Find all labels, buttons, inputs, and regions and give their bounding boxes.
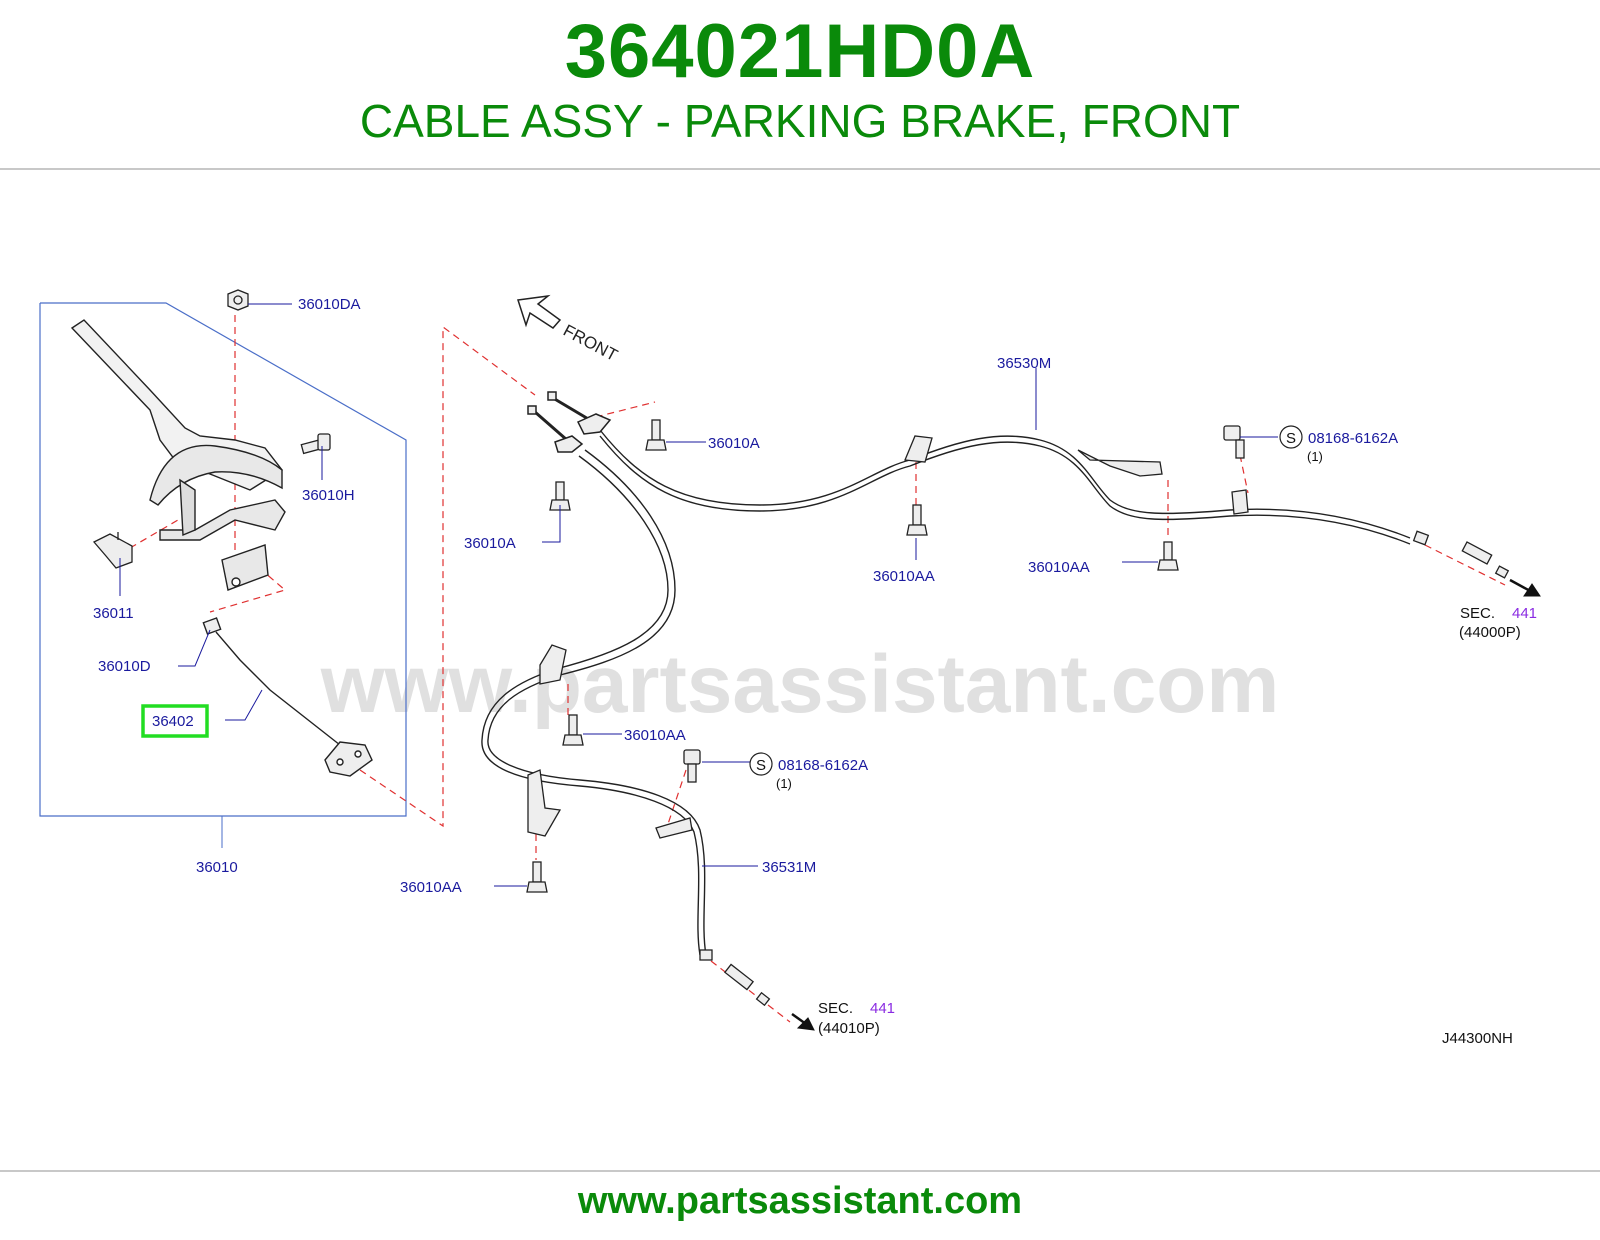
label-36010[interactable]: 36010 bbox=[196, 859, 238, 876]
bolt-36010AA-right bbox=[1157, 541, 1179, 571]
label-sec-right: SEC. bbox=[1460, 605, 1495, 622]
cable-end-tips bbox=[527, 391, 612, 453]
part-labels: 36010DA 36010H 36011 36010D 36402 36010 … bbox=[93, 296, 1537, 1047]
diagram-svg: www.partsassistant.com bbox=[39, 289, 1541, 1047]
bolts bbox=[526, 419, 1245, 893]
cable-brackets bbox=[527, 435, 1249, 839]
svg-text:S: S bbox=[756, 757, 766, 774]
footer-divider bbox=[0, 1170, 1600, 1172]
highlight-36402 bbox=[141, 704, 209, 738]
bolt-08168-center bbox=[683, 749, 701, 783]
label-36010A-top[interactable]: 36010A bbox=[708, 435, 760, 452]
label-sec-bottom-ref: (44010P) bbox=[818, 1020, 880, 1037]
footer-website[interactable]: www.partsassistant.com bbox=[577, 1180, 1023, 1222]
diagram-code: J44300NH bbox=[1442, 1030, 1513, 1047]
watermark: www.partsassistant.com bbox=[320, 639, 1280, 730]
label-sec-bottom-441[interactable]: 441 bbox=[870, 1000, 895, 1017]
front-label: FRONT bbox=[560, 321, 621, 365]
bolt-36010AA-mid bbox=[906, 504, 928, 536]
label-36010D[interactable]: 36010D bbox=[98, 658, 151, 675]
parts-diagram: www.partsassistant.com bbox=[0, 170, 1600, 1170]
label-36010A-left[interactable]: 36010A bbox=[464, 535, 516, 552]
label-36531M[interactable]: 36531M bbox=[762, 859, 816, 876]
label-08168-6162A-right[interactable]: 08168-6162A bbox=[1308, 430, 1398, 447]
clip-36011 bbox=[92, 532, 133, 569]
s-symbols: S S bbox=[749, 425, 1303, 776]
label-36010AA-right[interactable]: 36010AA bbox=[1028, 559, 1090, 576]
label-36010AA-center[interactable]: 36010AA bbox=[624, 727, 686, 744]
bolt-36010H bbox=[300, 433, 331, 455]
cable-36402 bbox=[202, 617, 373, 777]
label-qty-right: (1) bbox=[1307, 449, 1323, 464]
cable-threaded-ends bbox=[699, 530, 1510, 1007]
label-08168-6162A-center[interactable]: 08168-6162A bbox=[778, 757, 868, 774]
s-symbol-right bbox=[1279, 425, 1303, 449]
label-36010AA-mid[interactable]: 36010AA bbox=[873, 568, 935, 585]
label-36010DA[interactable]: 36010DA bbox=[298, 296, 361, 313]
bolt-36010A-top bbox=[645, 419, 667, 451]
bolt-08168-right bbox=[1223, 425, 1245, 459]
label-sec-right-441[interactable]: 441 bbox=[1512, 605, 1537, 622]
label-36530M[interactable]: 36530M bbox=[997, 355, 1051, 372]
front-arrow: FRONT bbox=[517, 294, 621, 365]
rear-cable-36531M bbox=[481, 449, 707, 956]
label-sec-bottom: SEC. bbox=[818, 1000, 853, 1017]
s-symbol-center bbox=[749, 752, 773, 776]
sec-arrows bbox=[791, 578, 1541, 1031]
bolt-36010AA-center bbox=[562, 714, 584, 746]
label-36402[interactable]: 36402 bbox=[152, 713, 194, 730]
leader-lines bbox=[119, 303, 1278, 887]
part-number: 364021HD0A bbox=[564, 9, 1036, 94]
label-36011[interactable]: 36011 bbox=[93, 605, 134, 622]
label-36010AA-bottom[interactable]: 36010AA bbox=[400, 879, 462, 896]
label-qty-center: (1) bbox=[776, 776, 792, 791]
nut-36010DA bbox=[227, 289, 249, 311]
header-divider bbox=[0, 168, 1600, 170]
part-title: CABLE ASSY - PARKING BRAKE, FRONT bbox=[359, 95, 1241, 147]
label-sec-right-ref: (44000P) bbox=[1459, 624, 1521, 641]
page-header: 364021HD0A CABLE ASSY - PARKING BRAKE, F… bbox=[0, 0, 1600, 168]
bolt-36010AA-bottom bbox=[526, 861, 548, 893]
assembly-box bbox=[39, 302, 407, 817]
parking-brake-lever bbox=[70, 319, 286, 591]
label-36010H[interactable]: 36010H bbox=[302, 487, 355, 504]
svg-text:S: S bbox=[1286, 430, 1296, 447]
